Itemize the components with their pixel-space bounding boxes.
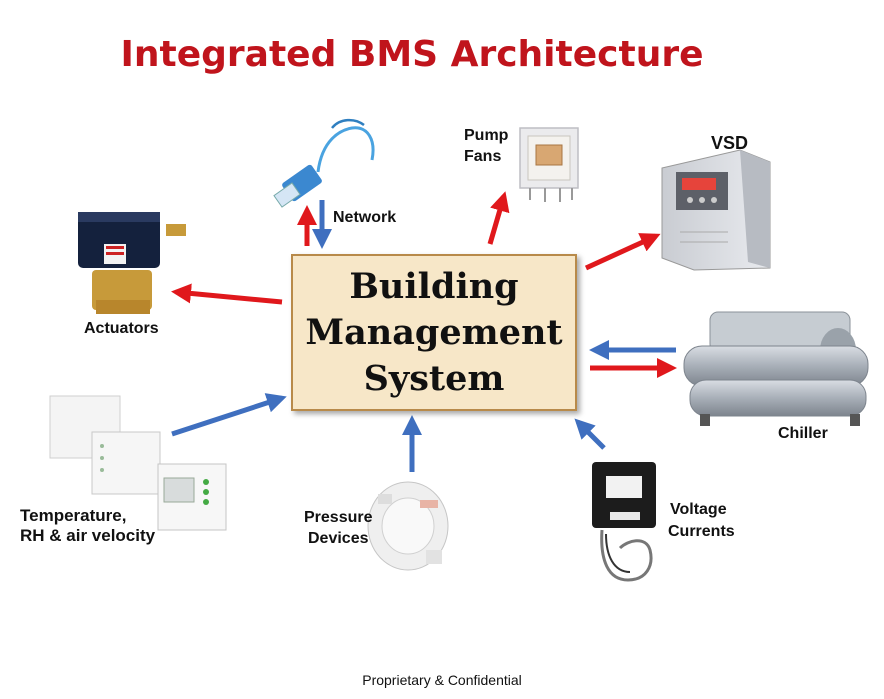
bms-title-line1: Building	[349, 265, 519, 307]
arrow-bms-to-actuators	[171, 283, 283, 305]
currents-label: Currents	[668, 523, 735, 540]
vsd-drive-icon	[661, 149, 771, 271]
pressure-switch-icon	[367, 481, 449, 571]
bms-title-line3: System	[363, 357, 505, 399]
bms-central-box: Building Management System	[291, 254, 577, 411]
actuators-label: Actuators	[84, 320, 159, 337]
voltage-label: Voltage	[670, 501, 727, 518]
thermostat-icon	[49, 395, 227, 531]
network-label: Network	[333, 209, 397, 226]
current-sensor-icon	[592, 462, 656, 582]
chiller-label: Chiller	[778, 425, 828, 442]
devices-label: Devices	[308, 530, 369, 547]
arrow-current-to-bms	[574, 418, 606, 450]
arrow-bms-to-vsd	[584, 233, 661, 271]
fans-label: Fans	[464, 148, 502, 165]
pressure-label: Pressure	[304, 509, 373, 526]
footer-confidential: Proprietary & Confidential	[362, 672, 522, 688]
arrows-group	[171, 191, 677, 472]
arrow-bms-to-pump	[487, 191, 510, 245]
vsd-label: VSD	[711, 133, 749, 153]
rh-air-velocity-label: RH & air velocity	[20, 526, 156, 545]
pump-label: Pump	[464, 127, 509, 144]
network-cable-icon	[273, 118, 375, 208]
bms-title-line2: Management	[305, 311, 563, 353]
relay-icon	[519, 127, 579, 202]
chiller-icon	[683, 311, 869, 426]
temperature-label: Temperature,	[20, 506, 127, 525]
actuator-valve-icon	[78, 212, 186, 314]
arrow-temperature-to-bms	[171, 393, 287, 437]
page-title: Integrated BMS Architecture	[120, 34, 704, 75]
